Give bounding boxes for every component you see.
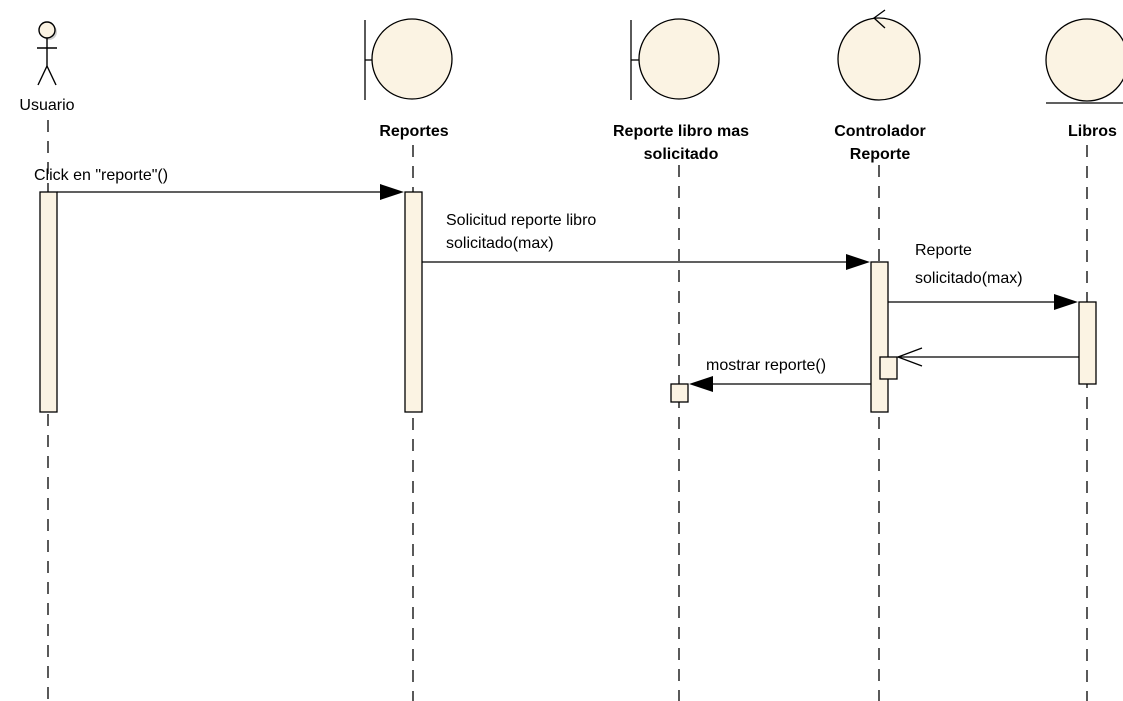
entity-libros: Libros [1045, 18, 1123, 140]
message-label: Solicitud reporte libro [446, 212, 596, 229]
message-label: Click en "reporte"() [34, 167, 168, 184]
message-solicitud-reporte: Solicitud reporte libro solicitado(max) [422, 212, 870, 270]
participant-label: Reporte [850, 146, 911, 163]
message-click-reporte: Click en "reporte"() [34, 167, 404, 200]
activation-bar [1078, 301, 1097, 385]
participant-label: solicitado [644, 146, 719, 163]
message-label: mostrar reporte() [706, 357, 826, 374]
participant-label: Controlador [834, 123, 926, 140]
actor-icon [37, 21, 57, 86]
activation-bar [39, 191, 58, 413]
arrowhead-icon [689, 376, 713, 392]
boundary-icon [364, 18, 453, 100]
message-return [896, 347, 1079, 367]
activation-bar [870, 261, 889, 413]
message-label: Reporte [915, 242, 972, 259]
participant-label: Libros [1068, 123, 1117, 140]
control-controlador: Controlador Reporte [834, 9, 926, 163]
actor-usuario: Usuario [19, 21, 75, 114]
activation-bar [670, 383, 689, 403]
activation-bar [404, 191, 423, 413]
participant-label: Usuario [19, 97, 74, 114]
participant-label: Reporte libro mas [613, 123, 749, 140]
message-mostrar-reporte: mostrar reporte() [689, 357, 871, 392]
arrowhead-icon [1054, 294, 1078, 310]
entity-icon [1045, 18, 1123, 104]
control-icon [837, 9, 921, 101]
arrowhead-icon [846, 254, 870, 270]
arrowhead-icon [380, 184, 404, 200]
boundary-reporte-libro: Reporte libro mas solicitado [613, 18, 749, 163]
message-label: solicitado(max) [446, 235, 554, 252]
message-reporte-solicitado: Reporte solicitado(max) [888, 242, 1078, 310]
open-arrowhead-icon [896, 347, 923, 367]
boundary-reportes: Reportes [364, 18, 453, 140]
activation-bar [879, 356, 898, 380]
message-label: solicitado(max) [915, 270, 1023, 287]
participant-label: Reportes [379, 123, 448, 140]
boundary-icon [630, 18, 720, 100]
